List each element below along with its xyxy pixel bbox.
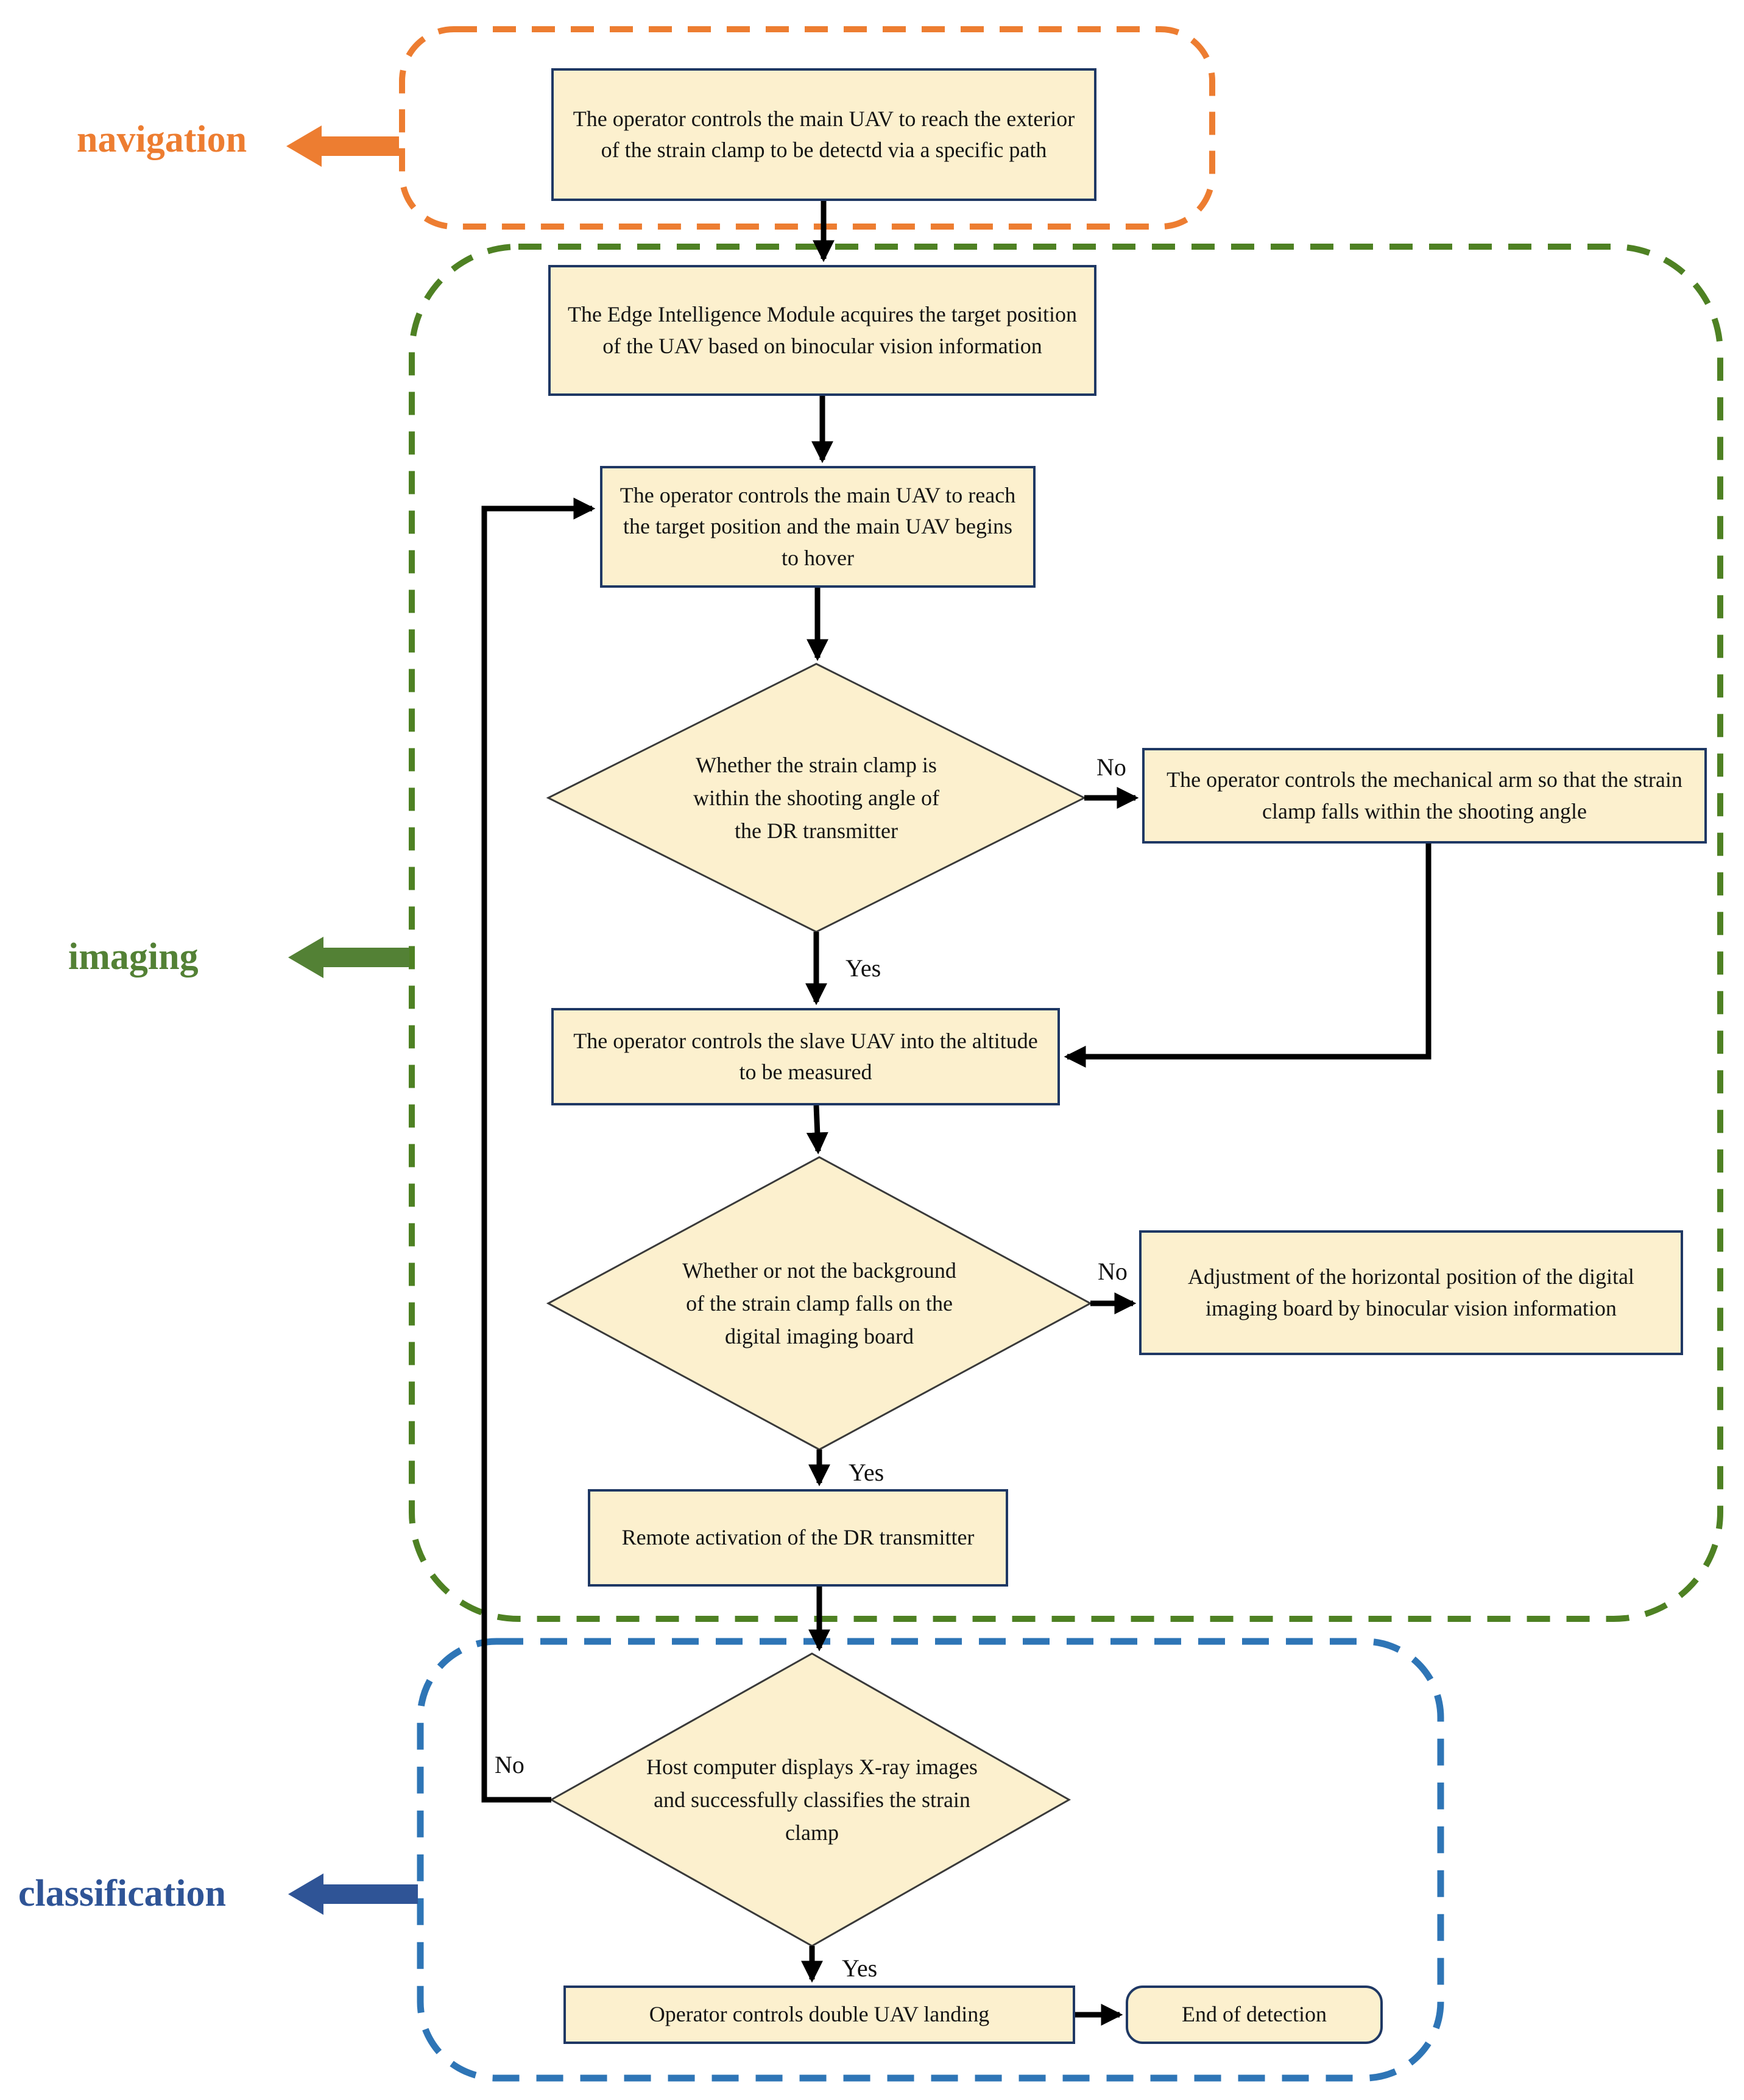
decision2-yes-label: Yes [849,1459,884,1486]
imaging-region-outline [409,244,1723,1622]
classification-pointer-icon [288,1873,418,1915]
node-end: End of detection [1126,1985,1383,2044]
imaging-label: imaging [68,936,199,978]
classification-label: classification [18,1873,226,1914]
node-landing: Operator controls double UAV landing [563,1985,1075,2044]
decision-background-text: Whether or not the background of the str… [682,1258,956,1348]
classification-region-outline [417,1638,1444,2082]
node-start: The operator controls the main UAV to re… [551,68,1096,201]
decision3-no-label: No [495,1751,524,1778]
navigation-pointer-icon [286,125,399,167]
decision-classify-text: Host computer displays X-ray images and … [646,1755,978,1845]
decision3-yes-label: Yes [842,1954,878,1982]
decision1-yes-label: Yes [846,954,881,982]
navigation-region-outline [399,26,1215,230]
node-edge-module: The Edge Intelligence Module acquires th… [548,265,1096,396]
node-adjust-board: Adjustment of the horizontal position of… [1139,1230,1683,1355]
node-remote-activation: Remote activation of the DR transmitter [588,1489,1008,1587]
decision-shooting-angle-text: Whether the strain clamp is within the s… [693,753,939,843]
navigation-label: navigation [77,119,247,160]
connector-mechanical-arm-to-slave-uav [1064,844,1432,1068]
decision1-no-label: No [1096,753,1126,781]
decision2-no-label: No [1098,1258,1128,1285]
connector-decision3-no-feedback-to-reach-target [481,498,596,1803]
imaging-pointer-icon [288,937,409,978]
node-slave-uav: The operator controls the slave UAV into… [551,1008,1060,1105]
node-reach-target: The operator controls the main UAV to re… [600,466,1036,588]
node-mechanical-arm: The operator controls the mechanical arm… [1142,748,1707,844]
connector-slave-uav-to-decision2 [806,1105,828,1155]
